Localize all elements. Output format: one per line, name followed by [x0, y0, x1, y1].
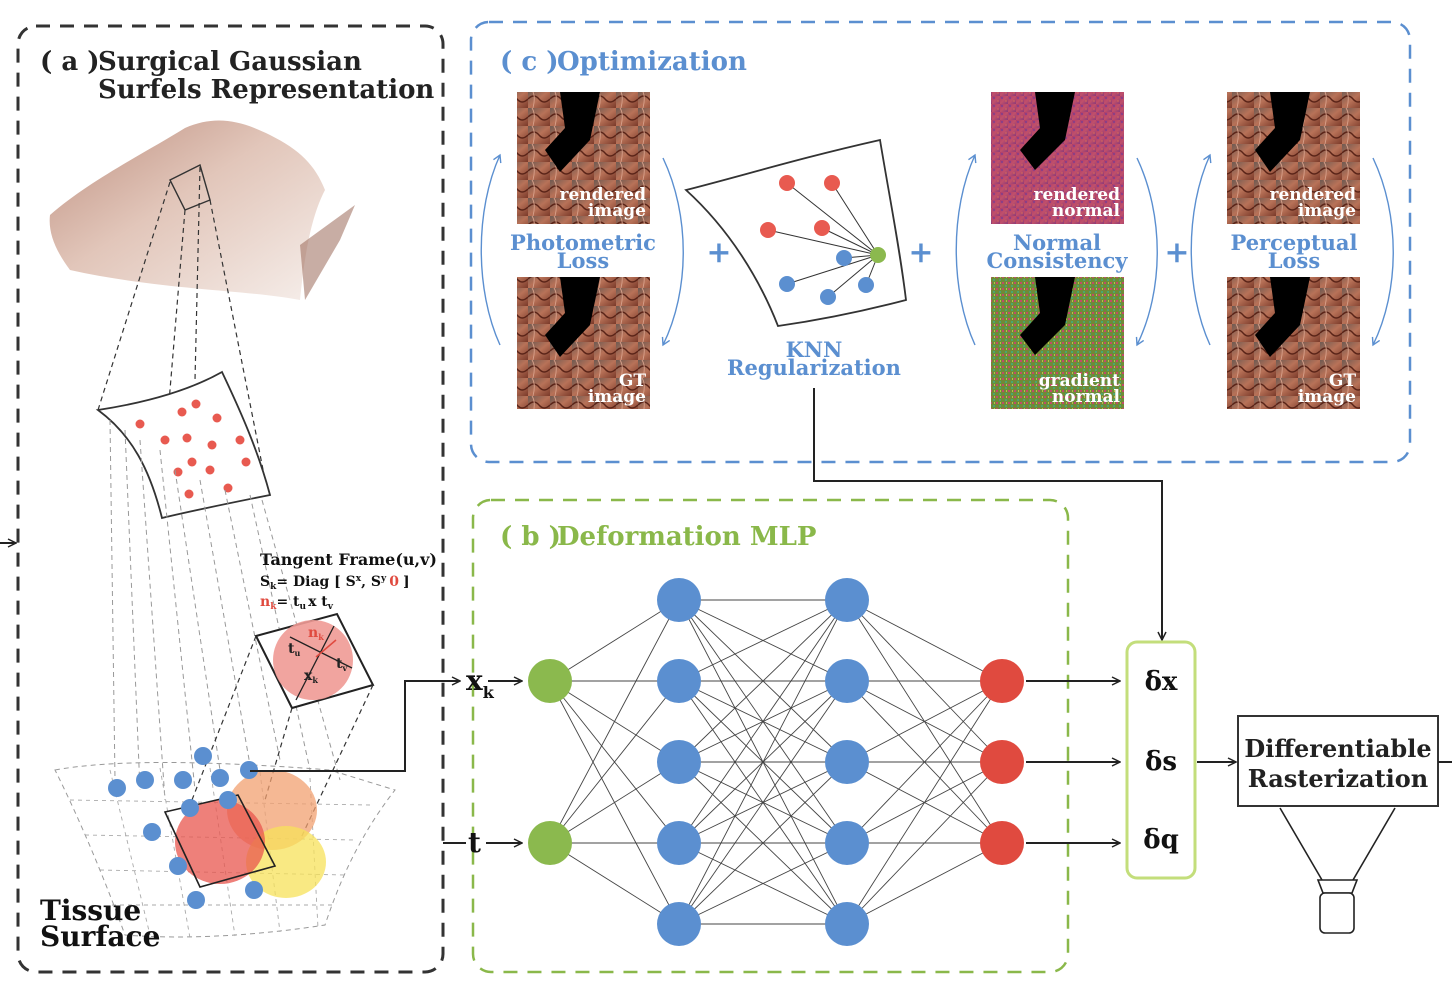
output-delta-x: δx	[1145, 667, 1178, 697]
plus-sign-3: +	[1164, 235, 1189, 270]
surfel-nk: nk	[308, 625, 324, 642]
normal-consistency-label-1: Normal	[1013, 230, 1101, 255]
input-xk-label: xk	[466, 664, 495, 702]
rasterizer-label-2: Rasterization	[1248, 764, 1429, 793]
mlp-output-arrows	[1026, 681, 1120, 843]
deformation-output-box	[1125, 640, 1197, 880]
panel-a-title-line1: Surgical Gaussian	[98, 47, 362, 77]
plus-sign-2: +	[908, 235, 933, 270]
panel-c-frame	[469, 20, 1412, 464]
mlp-hidden-layer-1	[657, 578, 701, 946]
tangent-frame-label: Tangent Frame(u,v)	[260, 550, 437, 569]
gradient-normal-caption-2: normal	[1052, 387, 1121, 407]
tissue-surface-label-2: Surface	[40, 920, 160, 953]
perceptual-loss-label-2: Loss	[1268, 248, 1320, 273]
gradient-normal-caption-1: gradient	[1039, 371, 1120, 391]
panel-a-title-prefix: ( a )	[40, 47, 100, 77]
output-delta-q: δq	[1143, 825, 1179, 855]
surfel-tv: tv	[336, 656, 347, 673]
perceptual-rendered-caption-1: rendered	[1270, 185, 1357, 205]
knn-regularization-group: KNN Regularization	[684, 138, 907, 380]
panel-c-title: Optimization	[557, 47, 747, 77]
tissue-surface-label-1: Tissue	[40, 894, 141, 927]
surfel-detail-leaders	[189, 635, 374, 841]
knn-label-2: Regularization	[727, 355, 901, 380]
mlp-edges	[549, 599, 1003, 925]
photometric-loss-label-2: Loss	[557, 248, 609, 273]
panel-a-frame	[16, 24, 445, 974]
perceptual-rendered-caption-2: image	[1298, 201, 1356, 221]
perceptual-loss-label-1: Perceptual	[1230, 230, 1357, 255]
rendered-normal-caption-2: normal	[1052, 201, 1121, 221]
input-t-label: t	[468, 826, 481, 859]
output-delta-s: δs	[1145, 747, 1177, 777]
knn-label-1: KNN	[786, 337, 843, 362]
mlp-output-layer	[980, 659, 1024, 865]
panel-c-title-prefix: ( c )	[500, 47, 559, 77]
surfel-patch-points	[135, 399, 251, 499]
tissue-point-cloud	[49, 120, 355, 300]
surfel-tu: tu	[288, 641, 300, 658]
rendered-image-caption-2: image	[588, 201, 646, 221]
tissue-surface	[54, 747, 396, 939]
panel-b-frame	[471, 498, 1070, 974]
projection-lines-upper	[97, 166, 269, 511]
panel-b-title-prefix: ( b )	[500, 522, 561, 552]
normal-consistency-group: rendered normal gradient normal Normal C…	[955, 92, 1158, 409]
rasterizer-box	[1237, 715, 1439, 807]
camera-icon	[1279, 807, 1396, 934]
photometric-loss-label-1: Photometric	[510, 230, 656, 255]
plus-sign-1: +	[706, 235, 731, 270]
mlp-hidden-layer-2	[825, 578, 869, 946]
rendered-normal-caption-1: rendered	[1034, 185, 1121, 205]
surfel-detail: nk tu tv xk	[254, 612, 375, 710]
mlp-input-layer	[528, 659, 572, 865]
connector-surface-to-xk	[250, 681, 460, 772]
connector-knn-to-output	[813, 388, 1162, 640]
surfel-xk: xk	[304, 668, 318, 685]
rasterizer-label-1: Differentiable	[1244, 734, 1431, 763]
normal-consistency-label-2: Consistency	[987, 248, 1129, 273]
perceptual-loss-group: rendered image GT image Perceptual Loss	[1190, 92, 1394, 409]
perceptual-gt-caption-1: GT	[1329, 371, 1357, 391]
panel-b-title: Deformation MLP	[557, 522, 816, 552]
panel-a-title-line2: Surfels Representation	[98, 75, 434, 105]
gt-image-caption-1: GT	[619, 371, 647, 391]
mlp-input-node-xk	[528, 659, 572, 703]
gt-image-caption-2: image	[588, 387, 646, 407]
surfel-patch	[95, 370, 272, 520]
rendered-image-caption-1: rendered	[560, 185, 647, 205]
perceptual-gt-caption-2: image	[1298, 387, 1356, 407]
projection-lines-lower	[109, 419, 341, 801]
photometric-loss-group: rendered image GT image Photometric Loss	[480, 92, 684, 409]
mlp-input-node-t	[528, 821, 572, 865]
